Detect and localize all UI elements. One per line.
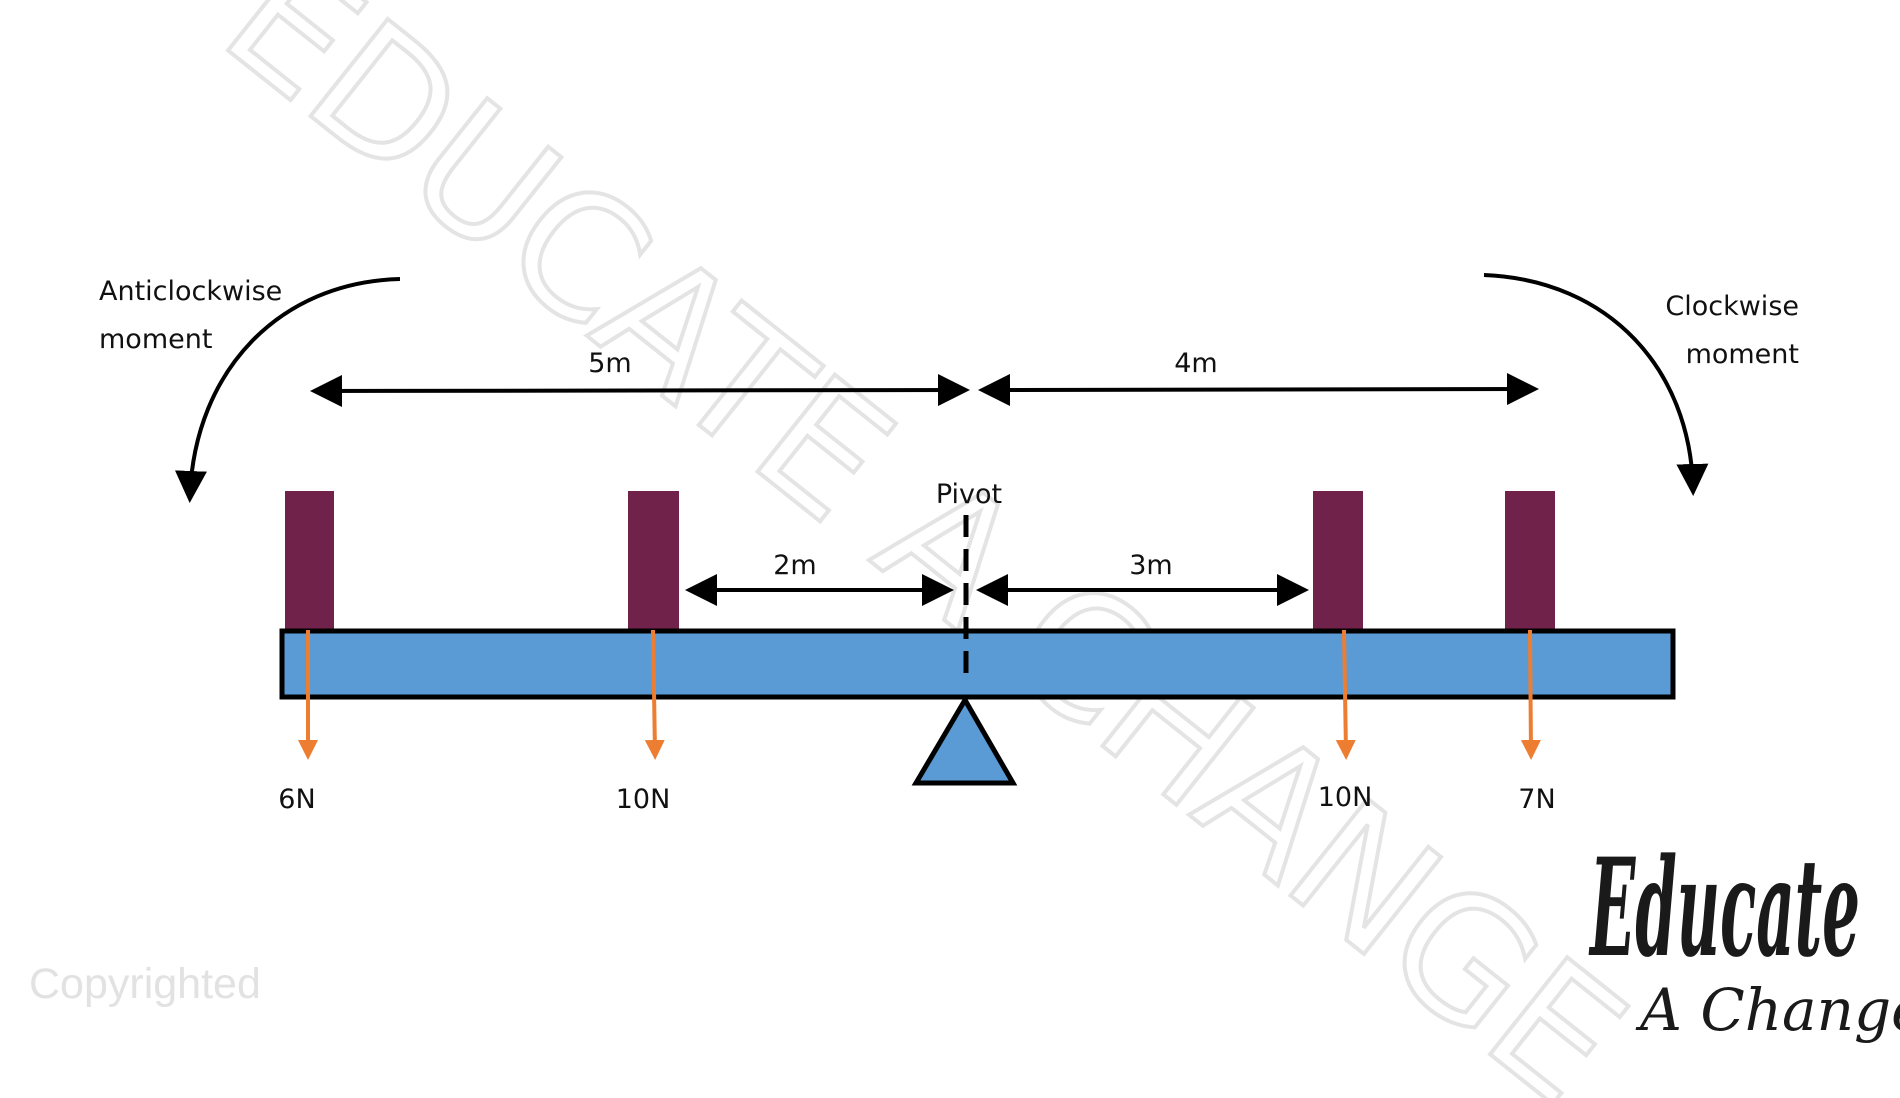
weight-block-3 [1313, 491, 1363, 631]
clockwise-label-line1: Clockwise [1665, 291, 1799, 322]
watermark-text: EDUCATE A CHANGE [189, 0, 1658, 1098]
force-arrow-3 [1335, 629, 1356, 760]
pivot-triangle [911, 695, 1018, 786]
distance-label-5m: 5m [588, 348, 631, 379]
anticlockwise-label-line2: moment [99, 324, 212, 355]
pivot-label: Pivot [936, 479, 1002, 510]
clockwise-moment-arrow [1483, 273, 1709, 496]
distance-arrow-4m [978, 373, 1539, 406]
beam [279, 628, 1676, 700]
logo-line2: A Change [1635, 976, 1900, 1044]
logo-line1: Educate [1588, 828, 1860, 987]
force-label-3: 10N [1318, 782, 1373, 813]
force-arrow-2 [644, 629, 665, 760]
force-label-1: 6N [278, 784, 315, 815]
educate-a-change-logo: Educate A Change [1588, 828, 1900, 1044]
force-label-2: 10N [616, 784, 671, 815]
force-label-4: 7N [1518, 784, 1555, 815]
distance-label-3m: 3m [1129, 550, 1172, 581]
force-arrow-4 [1520, 629, 1541, 760]
weight-block-1 [285, 491, 334, 631]
weight-block-4 [1505, 491, 1555, 631]
anticlockwise-moment-arrow [174, 277, 401, 503]
copyright-text: Copyrighted [29, 960, 261, 1008]
clockwise-label-line2: moment [1686, 339, 1799, 370]
distance-arrow-5m [310, 374, 970, 407]
distance-label-4m: 4m [1174, 348, 1217, 379]
anticlockwise-label-line1: Anticlockwise [99, 276, 282, 307]
distance-label-2m: 2m [773, 550, 816, 581]
weight-block-2 [628, 491, 679, 631]
